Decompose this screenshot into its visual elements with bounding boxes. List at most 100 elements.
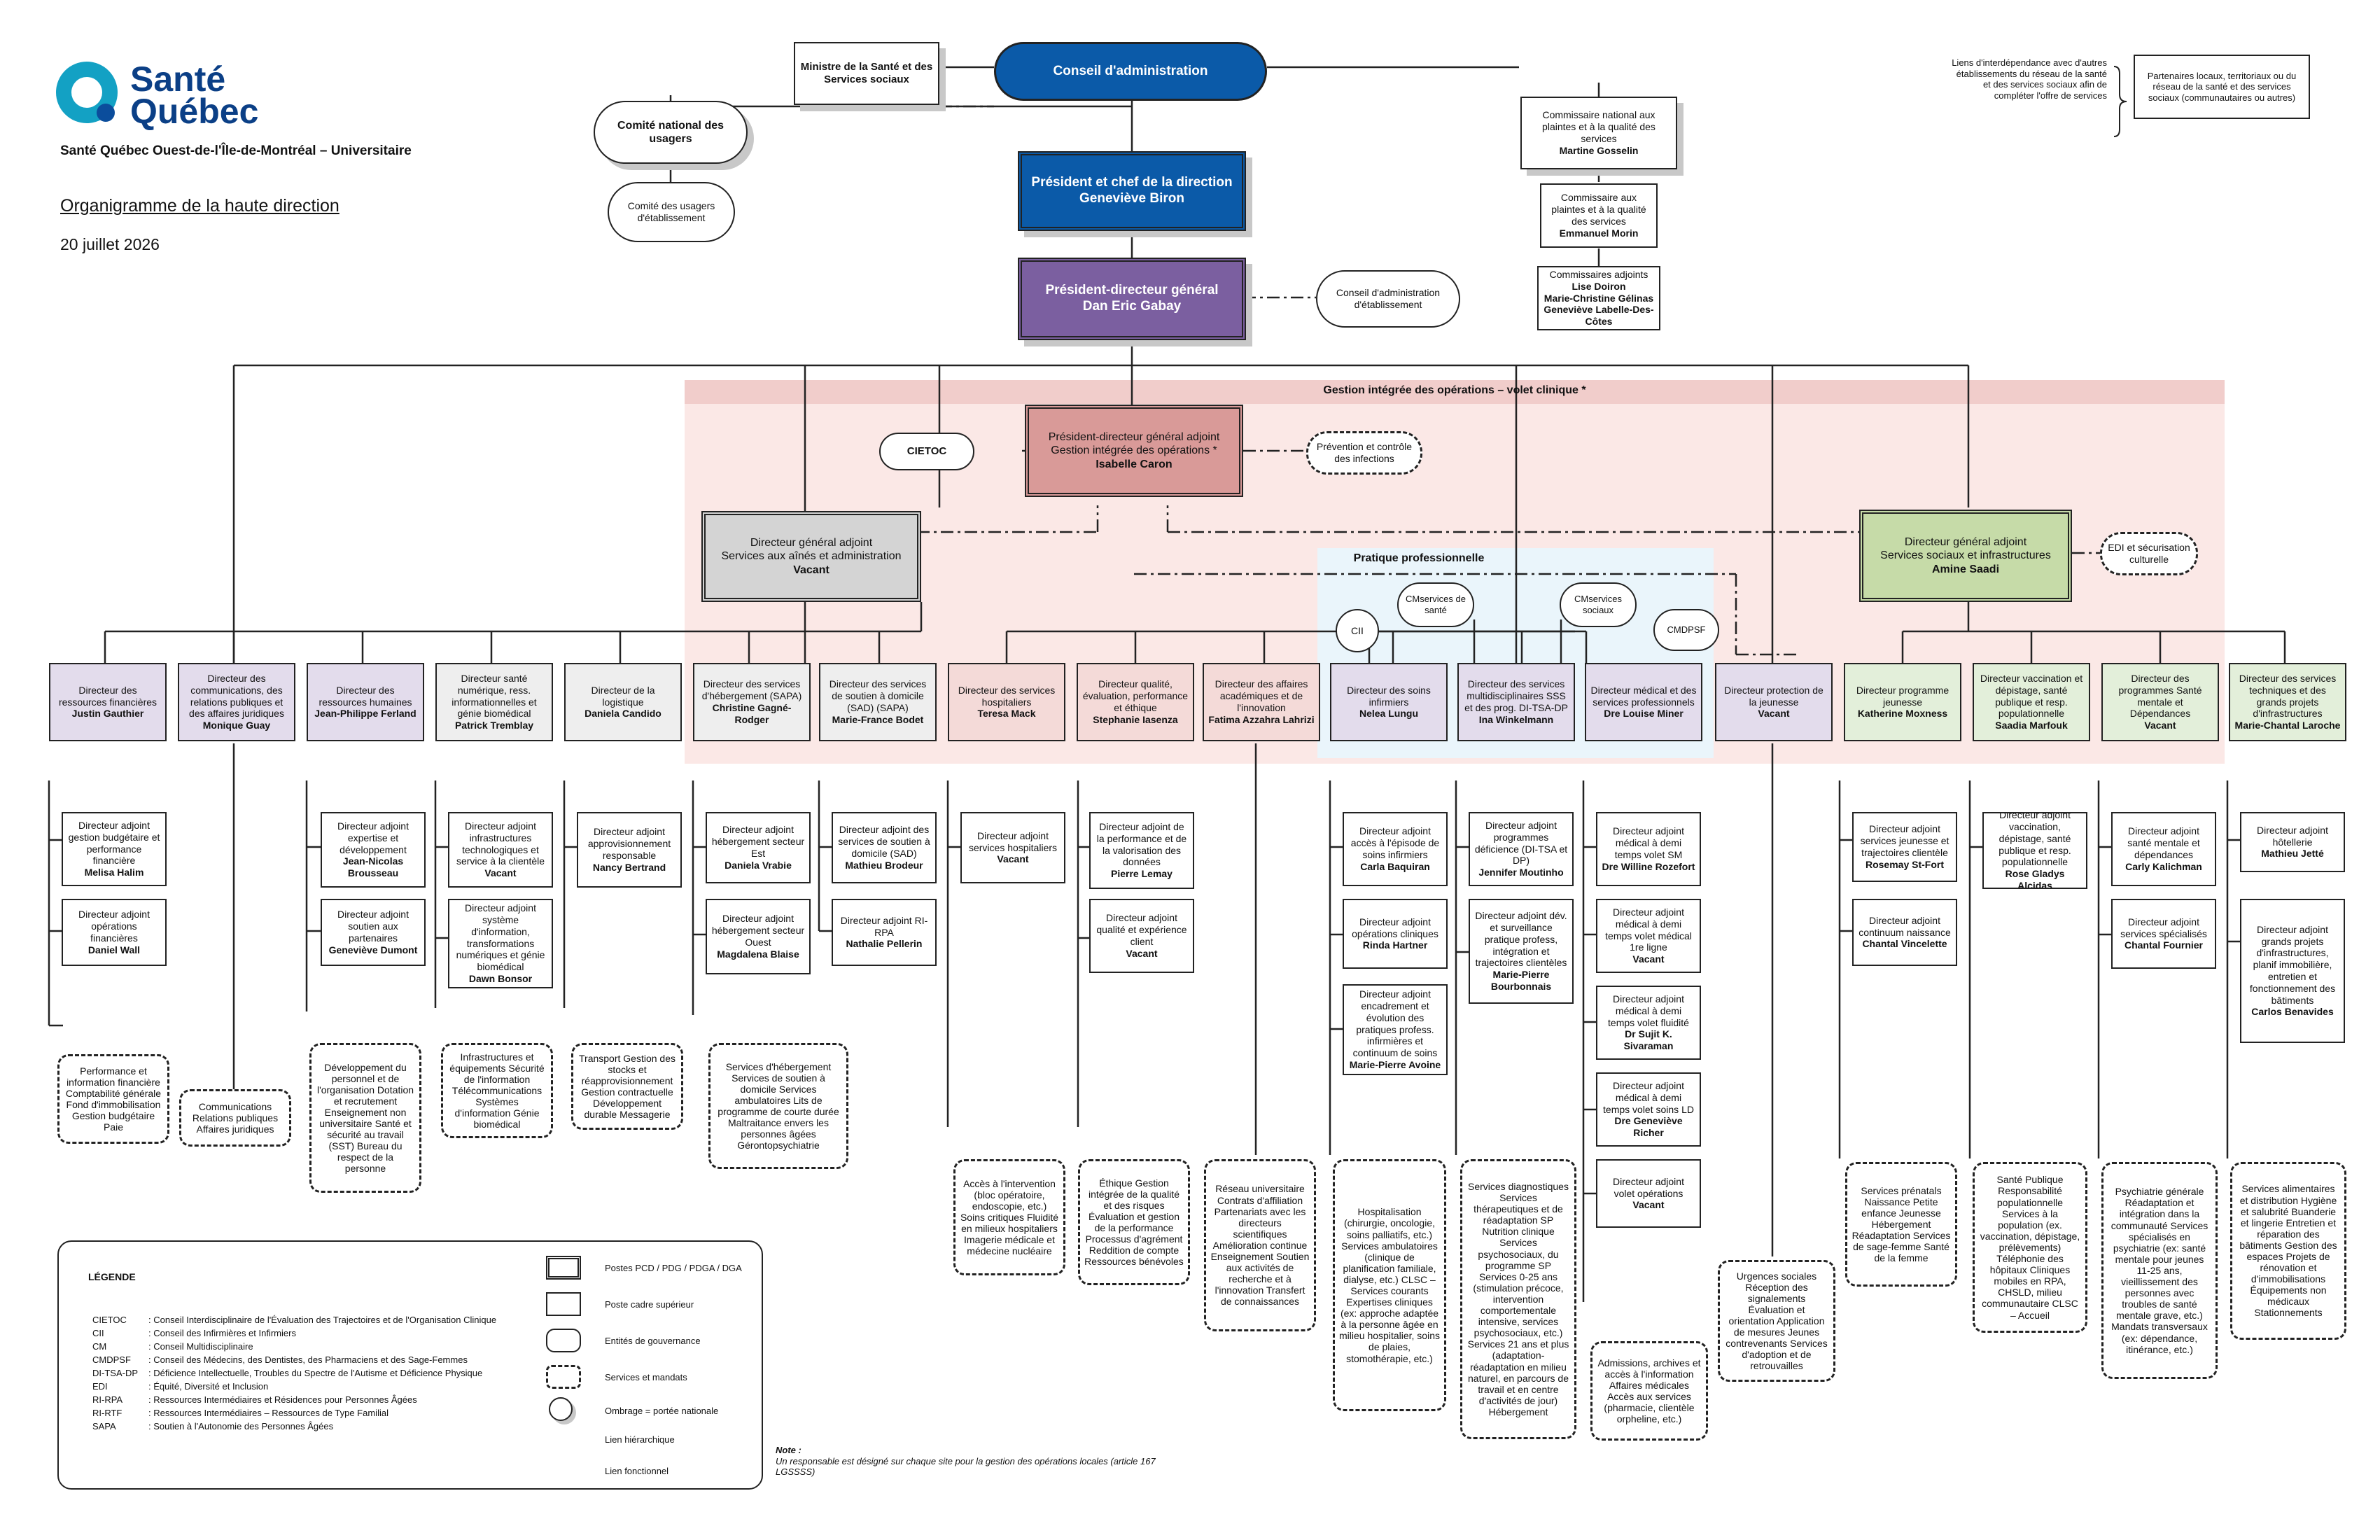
legend-row: SAPA: Soutien à l'Autonomie des Personne… (92, 1421, 334, 1432)
adjoint-name: Melisa Halim (84, 867, 144, 878)
adjoint-box: Directeur adjoint santé mentale et dépen… (2111, 812, 2216, 886)
services-box: Urgences sociales Réception des signalem… (1718, 1260, 1835, 1382)
legend-label: Postes PCD / PDG / PDGA / DGA (605, 1263, 742, 1273)
adjoint-name: Carly Kalichman (2125, 860, 2202, 872)
adjoint-name: Jean-Nicolas Brousseau (342, 855, 404, 879)
adjoint-title: Directeur adjoint hébergement secteur Es… (711, 824, 805, 859)
adjoint-title: Directeur adjoint médical à demi temps v… (1608, 993, 1689, 1028)
adjoint-name: Vacant (1632, 1199, 1665, 1211)
adjoint-box: Directeur adjoint infrastructures techno… (448, 812, 553, 888)
commissaires-adjoints-title: Commissaires adjoints (1549, 269, 1648, 281)
adjoint-box: Directeur adjoint programmes déficience … (1469, 812, 1574, 886)
dga-aines-subtitle: Services aux aînés et administration (721, 550, 902, 563)
edi-label: EDI et sécurisation culturelle (2108, 542, 2190, 565)
adjoint-name: Dr Sujit K. Sivaraman (1623, 1028, 1674, 1052)
adjoint-title: Directeur adjoint services jeunesse et t… (1860, 823, 1949, 858)
page-title: Organigramme de la haute direction (60, 196, 340, 216)
director-title: Directeur des soins infirmiers (1347, 684, 1431, 708)
adjoint-title: Directeur adjoint infrastructures techno… (456, 820, 545, 867)
director-name: Patrick Tremblay (454, 720, 534, 732)
services-text: Services alimentaires et distribution Hy… (2239, 1183, 2337, 1319)
adjoint-name: Daniela Vrabie (724, 859, 792, 871)
services-box: Services diagnostiques Services thérapeu… (1460, 1159, 1576, 1439)
services-text: Développement du personnel et de l'organ… (316, 1061, 414, 1175)
legend-abbr: EDI (92, 1381, 108, 1392)
director-title: Directeur des communications, des relati… (189, 673, 284, 720)
director-title: Directeur des ressources humaines (318, 684, 412, 708)
adjoint-box: Directeur adjoint approvisionnement resp… (577, 812, 682, 888)
cm-sante-label: CMservices de santé (1406, 594, 1466, 615)
adjoint-box: Directeur adjoint des services de soutie… (832, 812, 937, 883)
director-box: Directeur des programmes Santé mentale e… (2101, 663, 2219, 741)
services-box: Éthique Gestion intégrée de la qualité e… (1078, 1159, 1190, 1285)
commissaire-box: Commissaire aux plaintes et à la qualité… (1540, 183, 1658, 248)
legend-def: Déficience Intellectuelle, Troubles du S… (153, 1368, 483, 1378)
adjoint-title: Directeur adjoint RI-RPA (840, 914, 928, 938)
adjoint-name: Vacant (1632, 953, 1665, 965)
adjoint-box: Directeur adjoint dév. et surveillance p… (1469, 899, 1574, 1004)
adjoint-title: Directeur adjoint services spécialisés (2120, 916, 2207, 939)
legend-row: RI-RTF: Ressources Intermédiaires – Ress… (92, 1408, 388, 1418)
legend-symbol-shadow (549, 1397, 573, 1421)
legend-abbr: RI-RTF (92, 1408, 122, 1418)
adjoint-box: Directeur adjoint qualité et expérience … (1089, 899, 1194, 973)
adjoint-name: Geneviève Dumont (328, 944, 418, 955)
legend-abbr: CII (92, 1328, 104, 1338)
director-name: Stephanie Iasenza (1093, 713, 1178, 725)
legend-label: Entités de gouvernance (605, 1336, 701, 1346)
cii-label: CII (1351, 624, 1364, 636)
adjoint-name: Vacant (997, 853, 1029, 865)
director-box: Directeur des services d'hébergement (SA… (693, 663, 811, 741)
director-name: Teresa Mack (977, 708, 1036, 720)
legend-row: CM: Conseil Multidisciplinaire (92, 1341, 253, 1352)
services-box: Hospitalisation (chirurgie, oncologie, s… (1333, 1159, 1446, 1411)
legend-label: Lien fonctionnel (605, 1466, 669, 1476)
director-title: Directeur qualité, évaluation, performan… (1082, 678, 1189, 713)
legend-abbr: CIETOC (92, 1315, 127, 1325)
director-box: Directeur des services multidisciplinair… (1457, 663, 1575, 741)
cm-sociaux-box: CMservices sociaux (1560, 582, 1637, 627)
adjoint-name: Rose Gladys Alcidas (2005, 868, 2065, 889)
pratique-title: Pratique professionnelle (1353, 552, 1485, 564)
comite-etab-label: Comité des usagers d'établissement (627, 200, 715, 223)
cmdpsf-box: CMDPSF (1653, 609, 1719, 651)
adjoint-title: Directeur adjoint médical à demi temps v… (1613, 825, 1684, 860)
adjoint-box: Directeur adjoint services jeunesse et t… (1852, 812, 1957, 882)
director-name: Katherine Moxness (1857, 708, 1948, 720)
band-title: Gestion intégrée des opérations – volet … (1323, 384, 1586, 396)
adjoint-name: Nancy Bertrand (592, 861, 666, 873)
director-name: Fatima Azzahra Lahrizi (1208, 713, 1315, 725)
adjoint-title: Directeur adjoint opérations financières (78, 909, 150, 944)
dga-sociaux-name: Amine Saadi (1931, 563, 2000, 575)
director-name: Daniela Candido (584, 708, 662, 720)
director-name: Vacant (2144, 720, 2176, 732)
services-text: Services d'hébergement Services de souti… (718, 1060, 839, 1152)
dga-sociaux-subtitle: Services sociaux et infrastructures (1880, 550, 2051, 562)
director-name: Vacant (1758, 708, 1790, 720)
legend-row: CMDPSF: Conseil des Médecins, des Dentis… (92, 1354, 468, 1365)
legend-label: Poste cadre supérieur (605, 1299, 694, 1310)
commissaire-national-title: Commissaire national aux plaintes et à l… (1542, 109, 1656, 144)
president-name: Geneviève Biron (1079, 191, 1184, 206)
director-box: Directeur médical et des services profes… (1585, 663, 1702, 741)
director-title: Directeur des ressources financières (58, 684, 158, 708)
comite-national-box: Comité national des usagers (594, 101, 748, 164)
commissaire-title: Commissaire aux plaintes et à la qualité… (1551, 192, 1646, 227)
adjoint-title: Directeur adjoint accès à l'épisode de s… (1350, 825, 1440, 860)
legend-abbr: RI-RPA (92, 1394, 123, 1405)
legend-def: Ressources Intermédiaires et Résidences … (153, 1394, 417, 1405)
legend-def: Équité, Diversité et Inclusion (153, 1381, 269, 1392)
adjoint-title: Directeur adjoint des services de soutie… (838, 824, 930, 859)
director-box: Directeur qualité, évaluation, performan… (1077, 663, 1194, 741)
director-title: Directeur vaccination et dépistage, sant… (1980, 673, 2083, 720)
legend-row: EDI: Équité, Diversité et Inclusion (92, 1381, 269, 1392)
legend-symbol-rounded (546, 1329, 581, 1352)
services-text: Psychiatrie générale Réadaptation et int… (2110, 1186, 2208, 1355)
adjoint-box: Directeur adjoint grands projets d'infra… (2240, 899, 2345, 1043)
page-date: 20 juillet 2026 (60, 235, 160, 253)
